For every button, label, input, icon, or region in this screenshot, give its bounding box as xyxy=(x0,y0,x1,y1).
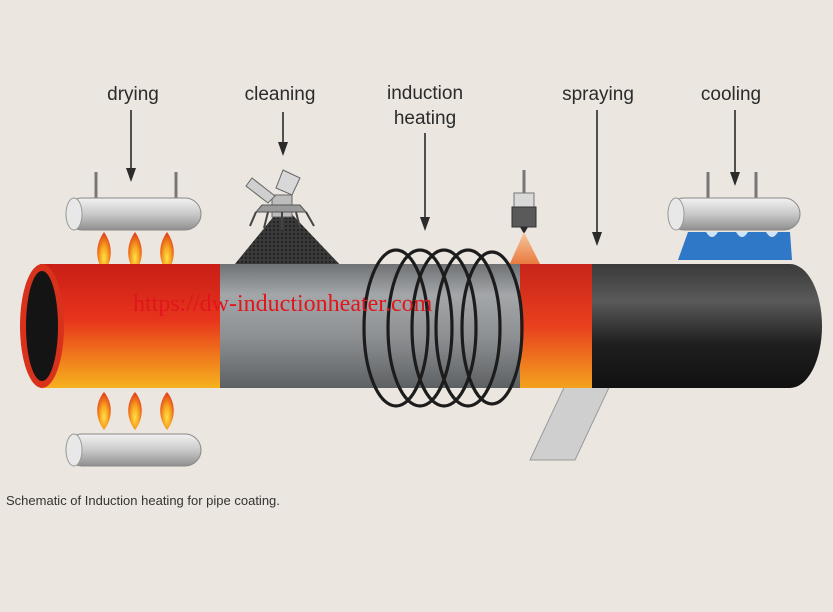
coil-turn-4 xyxy=(434,248,502,408)
coil-turn-1 xyxy=(362,248,430,408)
pipe-coated-section xyxy=(580,264,822,388)
label-induction-line1: induction xyxy=(387,83,463,104)
label-drying: drying xyxy=(107,84,159,105)
label-spraying: spraying xyxy=(562,84,634,105)
arrowhead-cleaning xyxy=(278,142,288,156)
coil-turn-5 xyxy=(460,250,524,406)
coolant-droplets xyxy=(706,232,778,237)
arrowhead-induction xyxy=(420,217,430,231)
pipe-heated-band xyxy=(520,264,592,388)
spray-nozzle xyxy=(508,170,542,268)
label-induction-line2: heating xyxy=(394,108,456,129)
label-cleaning: cleaning xyxy=(245,84,316,105)
pipe-opening xyxy=(26,271,58,381)
pipe-heated-section xyxy=(40,264,220,388)
cleaning-blast-cone xyxy=(230,205,345,270)
induction-coil xyxy=(362,248,524,408)
pipe xyxy=(20,264,822,388)
coolant-spray xyxy=(678,232,792,260)
figure-caption: Schematic of Induction heating for pipe … xyxy=(6,493,280,508)
coil-turn-3 xyxy=(410,248,478,408)
cleaning-nozzle xyxy=(245,169,315,230)
label-cooling: cooling xyxy=(701,84,761,105)
watermark-url: https://dw-inductionheater.com xyxy=(133,291,433,317)
drying-bottom-flames xyxy=(97,392,174,430)
drying-top-flames xyxy=(97,232,174,272)
cooling-roller xyxy=(667,172,801,231)
arrowhead-spraying xyxy=(592,232,602,246)
drying-top-burner xyxy=(65,172,202,231)
coil-turn-2 xyxy=(386,248,454,408)
process-arrows xyxy=(126,110,740,246)
arrowhead-cooling xyxy=(730,172,740,186)
arrowhead-drying xyxy=(126,168,136,182)
drying-bottom-burner xyxy=(65,433,202,467)
